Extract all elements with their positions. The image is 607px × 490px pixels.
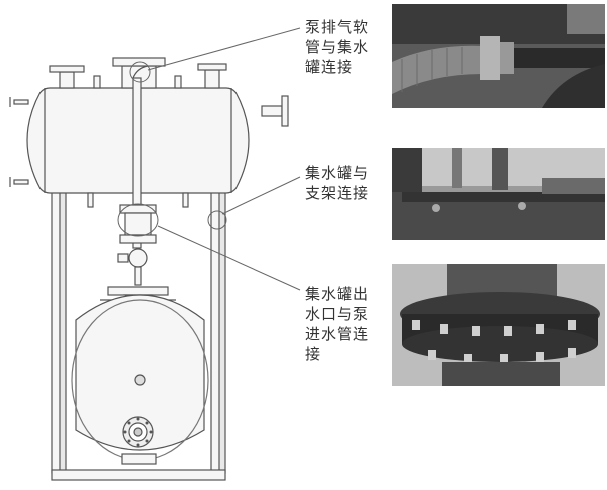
tank-sight-port [134, 374, 146, 386]
upper-tank-head-left [26, 91, 41, 190]
equipment-drawing [9, 27, 301, 481]
valve-flange-upper [119, 204, 157, 214]
detail-circle-bracket [207, 210, 227, 230]
collection-tank-body [75, 294, 205, 451]
top-nozzle-right [204, 69, 220, 89]
photo-vent-hose [392, 4, 605, 108]
detail-circle-valve [117, 203, 159, 237]
frame-base [51, 469, 226, 481]
tank-inlet-flange [107, 286, 169, 296]
callout-outlet-flange: 集水罐出 水口与泵 进水管连 接 [305, 285, 370, 363]
callout-tank-bracket: 集水罐与 支架连接 [305, 164, 370, 202]
leader-line-vent [147, 27, 301, 71]
frame-leg-left-outer [59, 167, 67, 474]
upper-tank-head-right [235, 91, 250, 190]
top-nozzle-left [59, 71, 75, 89]
photo-tank-bracket [392, 148, 605, 240]
leader-line-bracket [221, 176, 301, 215]
right-nozzle [261, 105, 283, 117]
photo-outlet-flange [392, 264, 605, 386]
callout-vent-hose: 泵排气软 管与集水 罐连接 [305, 18, 370, 76]
detail-circle-vent [129, 61, 151, 83]
valve-handwheel [128, 248, 148, 268]
valve-body [124, 212, 152, 236]
vent-pipe [132, 77, 142, 249]
leader-line-flange [157, 225, 301, 291]
